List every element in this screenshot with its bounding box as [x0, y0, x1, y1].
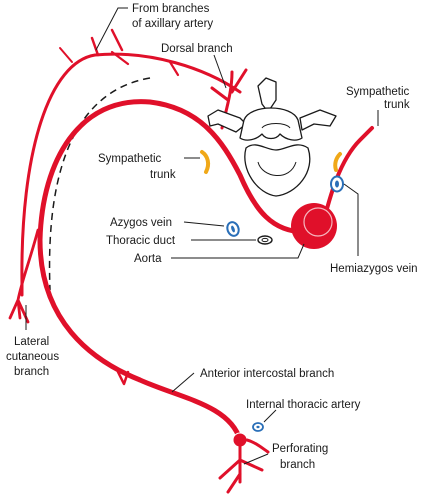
label-dorsal-branch: Dorsal branch: [161, 43, 233, 55]
aorta: [291, 203, 337, 249]
label-sympathetic-right-line2: trunk: [384, 99, 410, 111]
sympathetic-trunk-right-ganglion: [333, 152, 342, 172]
axillary-twig-4: [168, 60, 180, 77]
pleura-dashed-outline: [48, 77, 151, 291]
vertebra-left-transverse: [207, 109, 247, 133]
vertebra-right-transverse: [299, 109, 337, 131]
leader-azygos: [183, 221, 225, 227]
lateral-cutaneous-vessel: [8, 228, 40, 324]
label-internal-thoracic: Internal thoracic artery: [246, 399, 361, 411]
vertebra-foramen: [261, 123, 291, 129]
axillary-twig-1: [90, 36, 100, 57]
label-perforating-line2: branch: [280, 459, 315, 471]
perforating-branch-vessel: [218, 444, 264, 494]
axillary-twig-3: [110, 50, 130, 66]
label-thoracic-duct: Thoracic duct: [106, 235, 176, 247]
thoracic-duct: [257, 235, 273, 245]
label-sympathetic-left-line1: Sympathetic: [98, 153, 162, 165]
thoracic-duct-lumen: [261, 237, 269, 243]
hemiazygos-vein-lumen: [335, 180, 339, 188]
label-axillary-line1: From branches: [132, 3, 210, 15]
leader-anterior: [171, 372, 195, 393]
leader-axillary: [95, 7, 128, 51]
label-hemiazygos-vein: Hemiazygos vein: [330, 263, 418, 275]
label-anterior-intercostal: Anterior intercostal branch: [200, 368, 334, 380]
label-perforating-line1: Perforating: [272, 443, 328, 455]
azygos-vein-lumen: [231, 225, 235, 233]
axillary-branch-vessel: [20, 52, 242, 297]
posterior-intercostal-artery: [37, 99, 308, 443]
leader-hemiazygos: [343, 183, 359, 256]
anterior-continuation: [245, 438, 270, 454]
label-axillary-line2: of axillary artery: [132, 18, 213, 30]
sympathetic-trunk-left-ganglion: [200, 150, 211, 174]
label-azygos-vein: Azygos vein: [110, 217, 172, 229]
leader-aorta: [171, 243, 305, 259]
leader-dorsal: [213, 54, 227, 89]
vertebra-body-inner: [257, 161, 297, 176]
label-lateral-line1: Lateral: [14, 336, 49, 348]
label-lateral-line2: cutaneous: [6, 351, 59, 363]
leader-internal-thoracic: [263, 409, 277, 423]
anterior-branch-notch: [116, 370, 130, 386]
label-aorta: Aorta: [134, 253, 162, 265]
internal-thoracic-vein-lumen: [256, 425, 260, 429]
axillary-twig-2: [110, 28, 124, 52]
label-lateral-line3: branch: [14, 366, 49, 378]
leader-perforating: [243, 453, 269, 465]
vertebra-spinous-process: [257, 77, 277, 113]
vertebra: [207, 77, 337, 197]
label-sympathetic-left-line2: trunk: [150, 169, 176, 181]
vertebra-body: [244, 144, 311, 197]
aorta-highlight: [303, 207, 333, 237]
label-sympathetic-right-line1: Sympathetic: [346, 86, 410, 98]
axillary-twig-5: [59, 47, 73, 63]
